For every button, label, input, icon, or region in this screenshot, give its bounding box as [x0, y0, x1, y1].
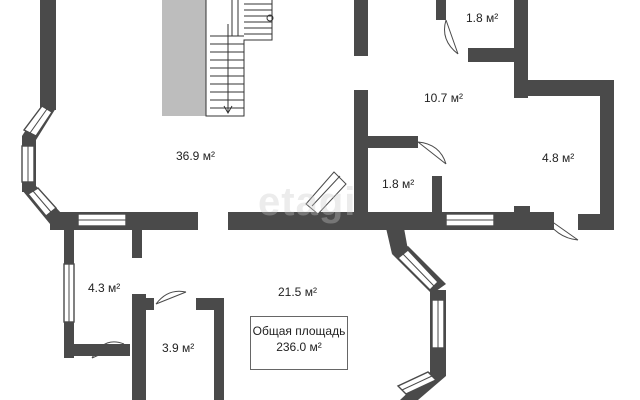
wall-bay-right-top: [386, 228, 408, 254]
room-area-small: 3.9 м²: [162, 341, 194, 355]
window-bay-left-bottom-line: [32, 190, 52, 213]
windows: [21, 105, 495, 395]
wall-middle-center: [228, 212, 394, 230]
wall-right-top: [514, 80, 614, 96]
stair-treads: [210, 0, 272, 109]
room-area-living: 21.5 м²: [278, 285, 317, 299]
wall-center-top: [354, 0, 368, 56]
total-area-value: 236.0 м²: [276, 340, 322, 354]
stair-direction-arrow: [223, 24, 233, 115]
door-lower-left: [91, 341, 125, 359]
etagi-logo-watermark: etagi: [258, 180, 357, 224]
stair-landing: [162, 0, 206, 116]
wall-wc-top-bottom: [468, 48, 528, 62]
room-area-wc-top: 1.8 м²: [466, 11, 498, 25]
wall-right-side: [600, 80, 614, 230]
total-area-label: Общая площадь: [252, 324, 346, 338]
wall-left-upper: [40, 0, 56, 110]
radiator-fixture-line: [311, 175, 341, 207]
wall-small-room-top-left: [132, 298, 154, 310]
total-area-box: Общая площадь 236.0 м²: [250, 316, 348, 370]
staircase: [162, 0, 274, 117]
stair-start-circle: [266, 14, 274, 22]
wall-right-door-jamb: [514, 206, 530, 216]
wall-right-bottom: [578, 214, 614, 230]
room-area-wc-center: 1.8 м²: [382, 177, 414, 191]
wall-wc-center-right: [432, 176, 442, 216]
doors: [91, 19, 579, 359]
wall-wc-top-left: [436, 0, 446, 20]
window-bay-right-lower-line: [401, 375, 433, 391]
wall-lower-divider: [132, 294, 146, 400]
wall-lower-divider-top: [132, 228, 142, 258]
window-bay-right-upper-line: [402, 253, 435, 287]
stair-outline: [205, 0, 273, 117]
door-small-room: [155, 290, 187, 305]
room-labels: 36.9 м² 10.7 м² 1.8 м² 4.8 м² 1.8 м² 21.…: [88, 11, 574, 355]
door-wc-center: [417, 141, 447, 165]
wall-center-mid: [354, 90, 368, 230]
radiator-fixture: [305, 171, 347, 215]
door-wc-top: [444, 19, 459, 55]
room-area-left: 4.3 м²: [88, 281, 120, 295]
wall-small-room-right: [214, 298, 224, 400]
fixtures: [305, 171, 347, 215]
room-area-right: 4.8 м²: [542, 151, 574, 165]
window-bay-left-top-line: [29, 108, 48, 134]
door-right-room: [543, 215, 579, 241]
room-area-kitchen: 10.7 м²: [424, 91, 463, 105]
wall-wc-center-top: [368, 136, 418, 148]
room-area-hall: 36.9 м²: [176, 149, 215, 163]
